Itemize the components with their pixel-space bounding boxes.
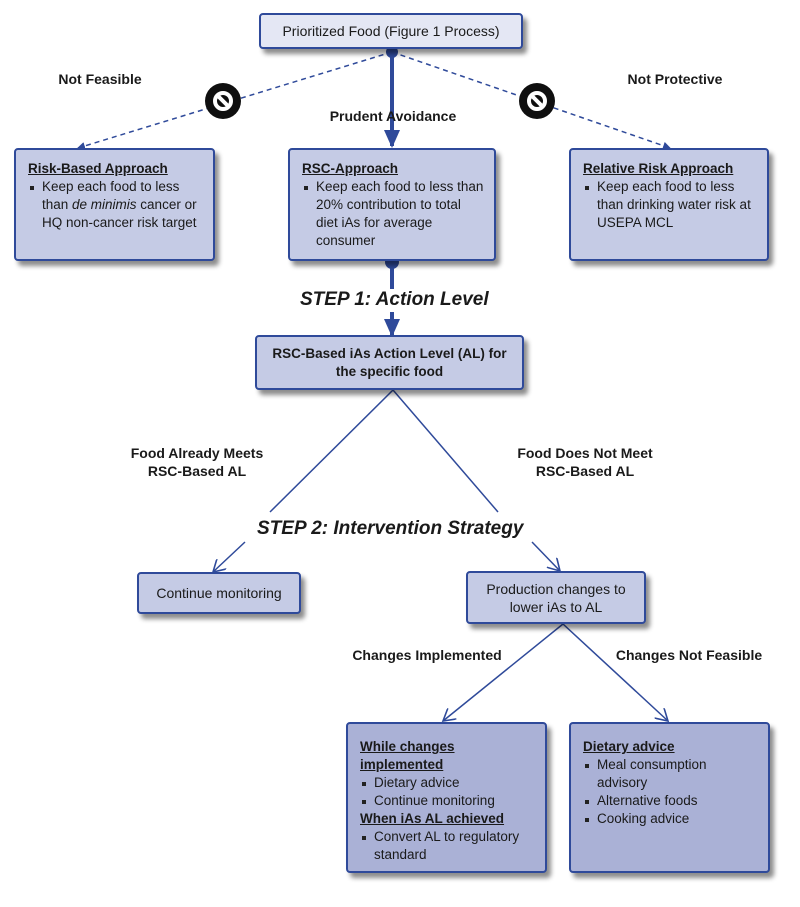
label-changes-not-feasible: Changes Not Feasible <box>615 647 763 663</box>
continue-monitoring-box: Continue monitoring <box>137 572 301 614</box>
when-achieved-title: When iAs AL achieved <box>360 811 505 826</box>
step2-heading: STEP 2: Intervention Strategy <box>257 518 524 539</box>
risk-based-bullet: Keep each food to less than de minimis c… <box>28 178 203 232</box>
label-food-already-meets: Food Already Meets RSC-Based AL <box>130 445 264 479</box>
prohibited-icon <box>519 83 555 119</box>
list-item: Continue monitoring <box>360 792 537 810</box>
production-changes-box: Production changes to lower iAs to AL <box>466 571 646 624</box>
dietary-advice-title: Dietary advice <box>583 739 675 754</box>
action-level-box: RSC-Based iAs Action Level (AL) for the … <box>255 335 524 390</box>
action-level-text: RSC-Based iAs Action Level (AL) for the … <box>272 345 507 379</box>
arrow-production <box>531 541 560 571</box>
relative-risk-title: Relative Risk Approach <box>583 161 734 176</box>
dietary-advice-box: Dietary advice Meal consumption advisory… <box>569 722 770 873</box>
rsc-approach-title: RSC-Approach <box>302 161 399 176</box>
label-prudent-avoidance: Prudent Avoidance <box>329 108 457 124</box>
production-changes-text: Production changes to lower iAs to AL <box>486 580 626 615</box>
label-changes-implemented: Changes Implemented <box>352 647 502 663</box>
label-food-does-not-meet: Food Does Not Meet RSC-Based AL <box>517 445 653 479</box>
rsc-approach-box: RSC-Approach Keep each food to less than… <box>288 148 496 261</box>
risk-based-title: Risk-Based Approach <box>28 161 168 176</box>
label-not-protective: Not Protective <box>627 71 723 87</box>
list-item: Cooking advice <box>583 810 760 828</box>
prioritized-food-box: Prioritized Food (Figure 1 Process) <box>259 13 523 49</box>
continue-monitoring-text: Continue monitoring <box>156 585 282 601</box>
list-item: Convert AL to regulatory standard <box>360 828 537 864</box>
prohibited-icon <box>205 83 241 119</box>
arrow-changes-implemented <box>443 623 564 721</box>
rsc-approach-bullet: Keep each food to less than 20% contribu… <box>302 178 484 250</box>
prioritized-food-text: Prioritized Food (Figure 1 Process) <box>282 23 500 39</box>
list-item: Alternative foods <box>583 792 760 810</box>
step1-heading: STEP 1: Action Level <box>300 289 489 310</box>
label-not-feasible: Not Feasible <box>58 71 142 87</box>
relative-risk-approach-box: Relative Risk Approach Keep each food to… <box>569 148 769 261</box>
while-changes-box: While changes implemented Dietary advice… <box>346 722 547 873</box>
while-changes-title: While changes implemented <box>360 739 455 772</box>
list-item: Dietary advice <box>360 774 537 792</box>
risk-based-approach-box: Risk-Based Approach Keep each food to le… <box>14 148 215 261</box>
relative-risk-bullet: Keep each food to less than drinking wat… <box>583 178 757 232</box>
arrow-changes-not-feasible <box>562 623 668 721</box>
arrow-continue <box>213 541 246 572</box>
list-item: Meal consumption advisory <box>583 756 760 792</box>
